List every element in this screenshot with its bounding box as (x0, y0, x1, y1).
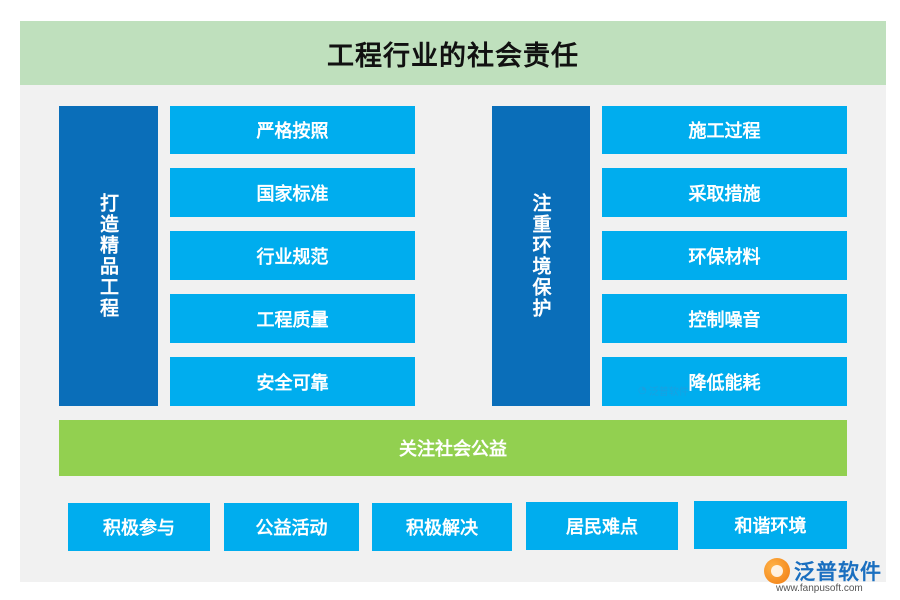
right-item-5: 降低能耗 (602, 357, 847, 406)
left-item-5: 安全可靠 (170, 357, 415, 406)
bottom-item-2: 公益活动 (224, 503, 359, 551)
left-item-1: 严格按照 (170, 106, 415, 154)
watermark-text: 泛普软件 (648, 387, 689, 398)
right-item-2: 采取措施 (602, 168, 847, 217)
brand-logo: 泛普软件 (764, 556, 882, 586)
watermark-logo-icon: ◔ (638, 385, 647, 396)
brand-logo-icon (764, 558, 790, 584)
public-welfare-bar: 关注社会公益 (59, 420, 847, 476)
left-item-4: 工程质量 (170, 294, 415, 343)
bottom-item-4: 居民难点 (526, 502, 678, 550)
pillar-quality-project: 打造精品工程 (59, 106, 158, 406)
brand-logo-text: 泛普软件 (794, 560, 882, 584)
right-item-1: 施工过程 (602, 106, 847, 154)
left-item-2: 国家标准 (170, 168, 415, 217)
pillar-quality-project-label: 打造精品工程 (97, 193, 119, 319)
bottom-item-3: 积极解决 (372, 503, 512, 551)
bottom-item-5: 和谐环境 (694, 501, 847, 549)
left-item-3: 行业规范 (170, 231, 415, 280)
watermark: ◔ 泛普软件 (638, 383, 689, 398)
pillar-environment-protection: 注重环境保护 (492, 106, 590, 406)
bottom-item-1: 积极参与 (68, 503, 210, 551)
brand-url: www.fanpusoft.com (776, 583, 863, 594)
pillar-environment-protection-label: 注重环境保护 (529, 193, 552, 319)
diagram-title: 工程行业的社会责任 (20, 21, 886, 85)
right-item-3: 环保材料 (602, 231, 847, 280)
right-item-4: 控制噪音 (602, 294, 847, 343)
